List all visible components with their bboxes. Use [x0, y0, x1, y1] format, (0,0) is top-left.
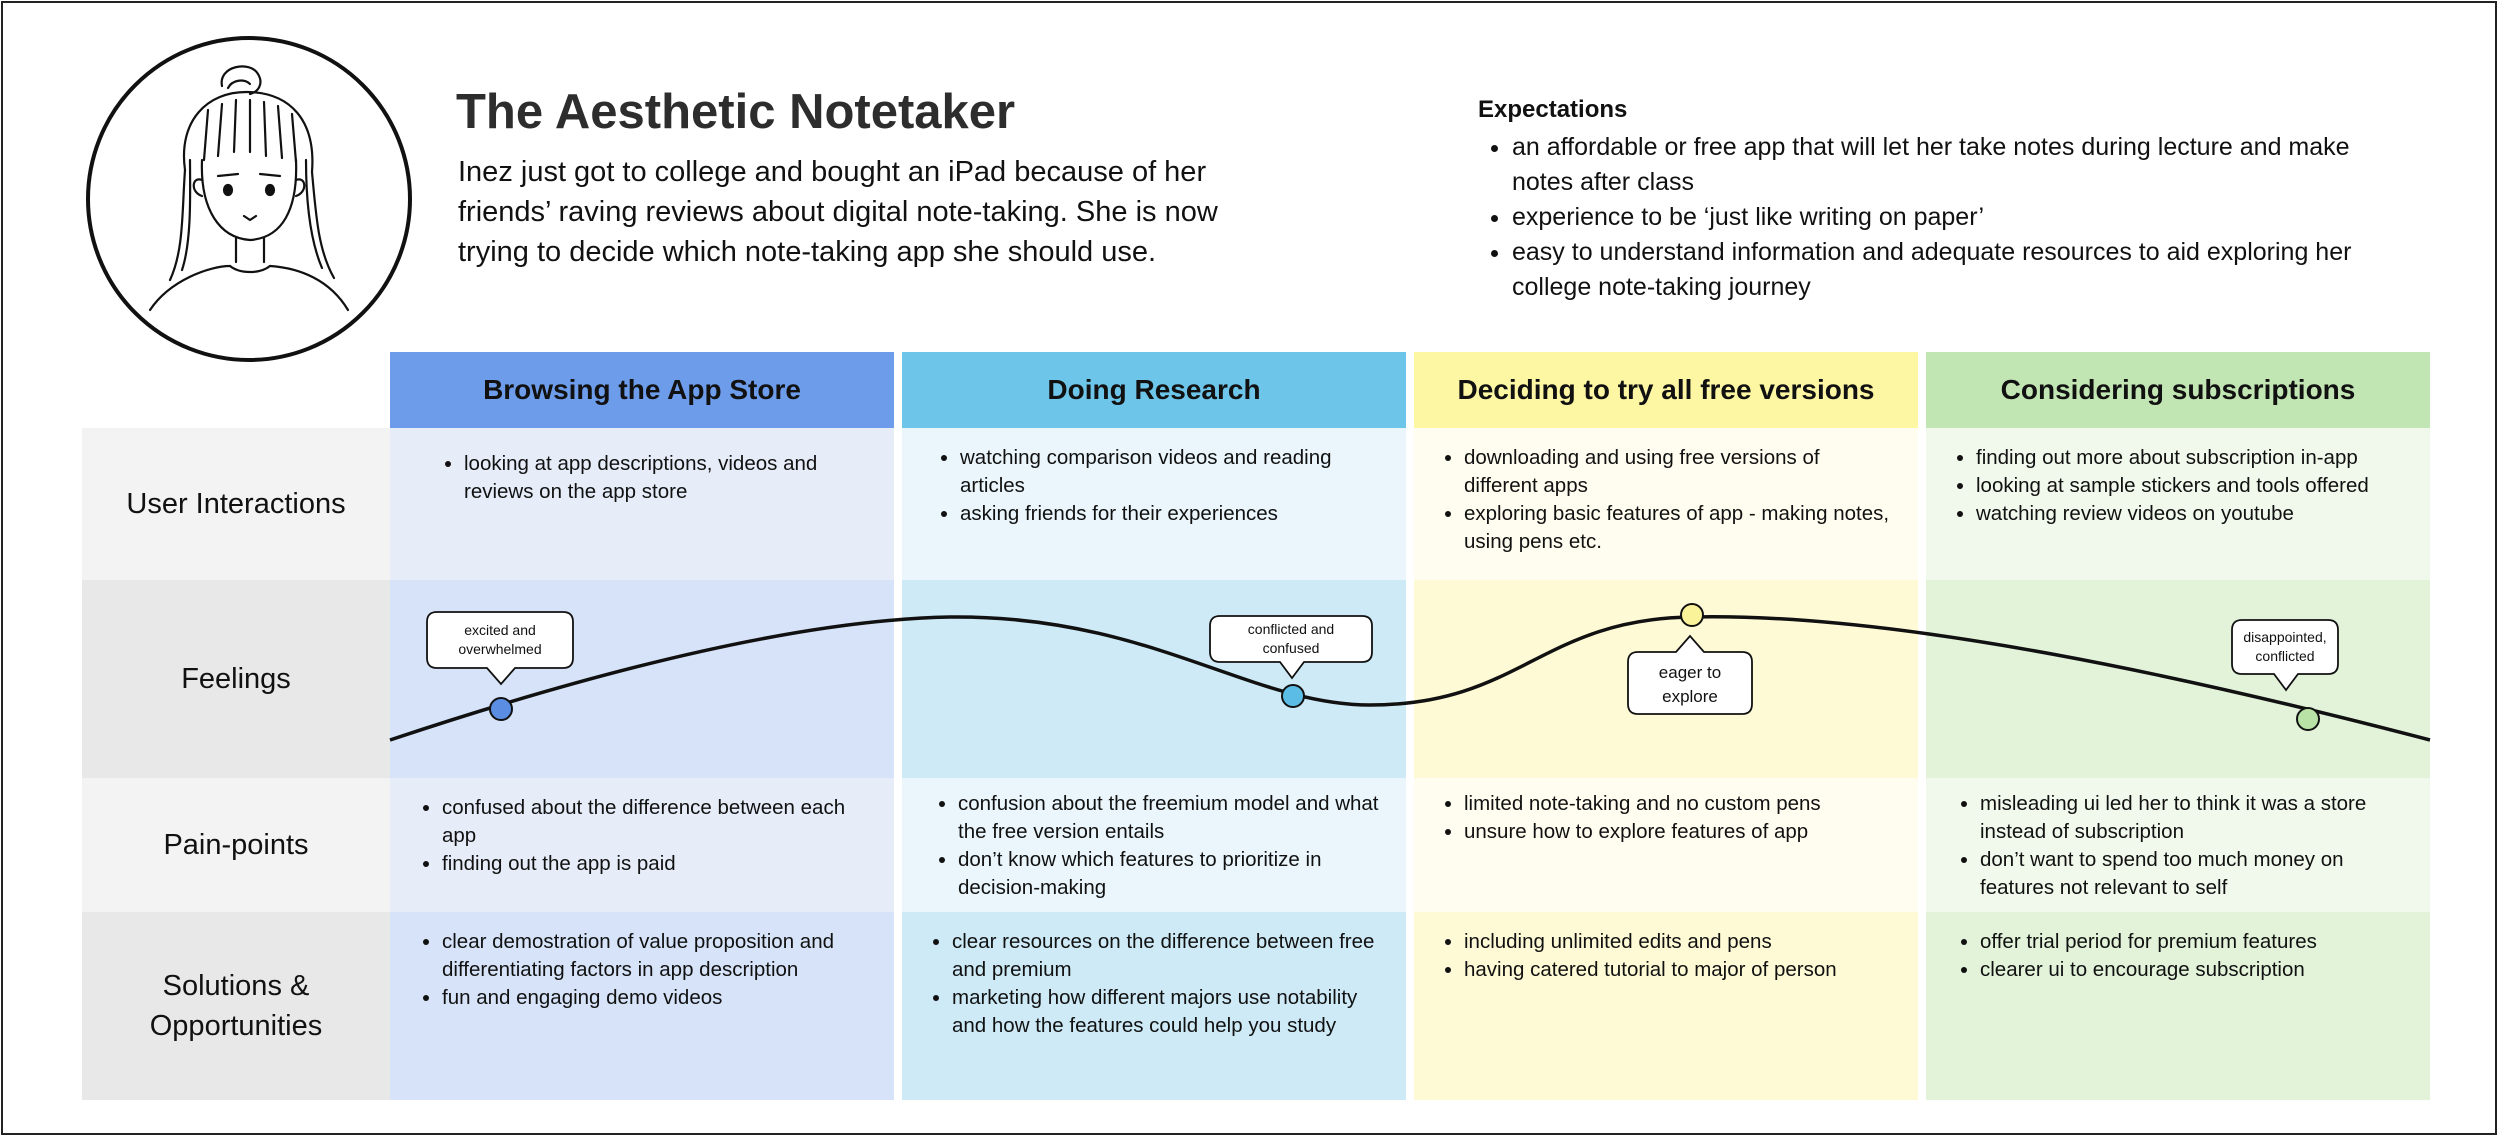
feeling-label: excited and — [464, 622, 536, 638]
interaction-item: finding out more about subscription in-a… — [1976, 444, 2406, 472]
row-label-bg-painpoints — [82, 778, 390, 912]
interaction-item: looking at sample stickers and tools off… — [1976, 472, 2406, 500]
persona-sketch-icon — [148, 65, 350, 312]
painpoint-item: limited note-taking and no custom pens — [1464, 790, 1894, 818]
feeling-bubble-1: excited and overwhelmed — [425, 610, 575, 690]
feeling-label: confused — [1262, 640, 1320, 656]
speech-bubble-icon — [1209, 615, 1373, 680]
painpoint-item: misleading ui led her to think it was a … — [1980, 790, 2406, 846]
feeling-bubble-3: eager to explore — [1626, 632, 1754, 716]
painpoints-cell-4: misleading ui led her to think it was a … — [1926, 778, 2430, 902]
expectations-title: Expectations — [1478, 96, 1628, 123]
persona-avatar — [86, 36, 412, 362]
feeling-dot-1 — [489, 697, 513, 721]
feeling-label: explore — [1662, 687, 1718, 706]
expectations-section: Expectations an affordable or free app t… — [1478, 96, 2408, 305]
stage1-interactions-bg — [390, 428, 894, 580]
row-label-bg-solutions — [82, 912, 390, 1100]
expectation-item: experience to be ‘just like writing on p… — [1512, 200, 2408, 235]
stage2-interactions-bg — [902, 428, 1406, 580]
interactions-cell-3: downloading and using free versions of d… — [1414, 428, 1918, 556]
feeling-label: conflicted and — [1247, 621, 1335, 637]
painpoint-item: finding out the app is paid — [442, 850, 870, 878]
expectations-list: an affordable or free app that will let … — [1478, 130, 2408, 305]
stage4-feelings-bg — [1926, 580, 2430, 778]
solutions-cell-1: clear demostration of value proposition … — [390, 912, 894, 1012]
stage2-painpoints-bg — [902, 778, 1406, 912]
stage4-interactions-bg — [1926, 428, 2430, 580]
feeling-dot-4 — [2296, 707, 2320, 731]
persona-description: Inez just got to college and bought an i… — [458, 156, 1218, 268]
interactions-cell-2: watching comparison videos and reading a… — [902, 428, 1406, 528]
solution-item: marketing how different majors use notab… — [952, 984, 1382, 1040]
solution-item: fun and engaging demo videos — [442, 984, 870, 1012]
solution-item: having catered tutorial to major of pers… — [1464, 956, 1894, 984]
feeling-bubble-2: conflicted and confused — [1208, 614, 1374, 694]
stage-header-research: Doing Research — [902, 352, 1406, 428]
painpoint-item: unsure how to explore features of app — [1464, 818, 1894, 846]
painpoint-item: confused about the difference between ea… — [442, 794, 870, 850]
solution-item: offer trial period for premium features — [1980, 928, 2406, 956]
solution-item: clear resources on the difference betwee… — [952, 928, 1382, 984]
feeling-label: disappointed, — [2243, 629, 2327, 645]
interactions-cell-1: looking at app descriptions, videos and … — [390, 428, 894, 506]
stage3-painpoints-bg — [1414, 778, 1918, 912]
painpoints-cell-3: limited note-taking and no custom pens u… — [1414, 778, 1918, 846]
solutions-cell-4: offer trial period for premium features … — [1926, 912, 2430, 984]
stage4-solutions-bg — [1926, 912, 2430, 1100]
solutions-cell-2: clear resources on the difference betwee… — [902, 912, 1406, 1040]
row-label-solutions: Solutions & Opportunities — [149, 970, 323, 1042]
painpoints-cell-1: confused about the difference between ea… — [390, 778, 894, 878]
painpoint-item: don’t know which features to prioritize … — [958, 846, 1382, 902]
interaction-item: watching comparison videos and reading a… — [960, 444, 1382, 500]
painpoint-item: confusion about the freemium model and w… — [958, 790, 1382, 846]
speech-bubble-icon — [426, 611, 574, 686]
painpoints-cell-2: confusion about the freemium model and w… — [902, 778, 1406, 902]
speech-bubble-icon — [1627, 634, 1753, 715]
feeling-dot-2 — [1281, 684, 1305, 708]
solution-item: clear demostration of value proposition … — [442, 928, 870, 984]
solutions-cell-3: including unlimited edits and pens havin… — [1414, 912, 1918, 984]
interaction-item: watching review videos on youtube — [1976, 500, 2406, 528]
stage1-painpoints-bg — [390, 778, 894, 912]
stage-header-browsing: Browsing the App Store — [390, 352, 894, 428]
stage1-solutions-bg — [390, 912, 894, 1100]
row-label-painpoints: Pain-points — [163, 829, 309, 861]
row-label-feelings: Feelings — [181, 663, 291, 695]
feeling-dot-3 — [1680, 603, 1704, 627]
interaction-item: asking friends for their experiences — [960, 500, 1382, 528]
interactions-cell-4: finding out more about subscription in-a… — [1926, 428, 2430, 528]
expectation-item: an affordable or free app that will let … — [1512, 130, 2408, 200]
solution-item: clearer ui to encourage subscription — [1980, 956, 2406, 984]
stage-header-free-versions: Deciding to try all free versions — [1414, 352, 1918, 428]
row-label-bg-feelings — [82, 580, 390, 778]
interaction-item: exploring basic features of app - making… — [1464, 500, 1894, 556]
feeling-label: eager to — [1658, 663, 1722, 682]
stage3-solutions-bg — [1414, 912, 1918, 1100]
row-label-bg-interactions — [82, 428, 390, 580]
stage4-painpoints-bg — [1926, 778, 2430, 912]
solution-item: including unlimited edits and pens — [1464, 928, 1894, 956]
painpoint-item: don’t want to spend too much money on fe… — [1980, 846, 2406, 902]
row-label-interactions: User Interactions — [126, 488, 346, 520]
feeling-label: conflicted — [2255, 648, 2315, 664]
stage3-interactions-bg — [1414, 428, 1918, 580]
stage-header-subscriptions: Considering subscriptions — [1926, 352, 2430, 428]
stage2-solutions-bg — [902, 912, 1406, 1100]
feeling-label: overwhelmed — [458, 641, 542, 657]
speech-bubble-icon — [2231, 619, 2339, 692]
persona-title: The Aesthetic Notetaker — [456, 85, 1016, 139]
expectation-item: easy to understand information and adequ… — [1512, 235, 2408, 305]
feeling-bubble-4: disappointed, conflicted — [2230, 618, 2340, 704]
interaction-item: downloading and using free versions of d… — [1464, 444, 1894, 500]
interaction-item: looking at app descriptions, videos and … — [464, 450, 870, 506]
